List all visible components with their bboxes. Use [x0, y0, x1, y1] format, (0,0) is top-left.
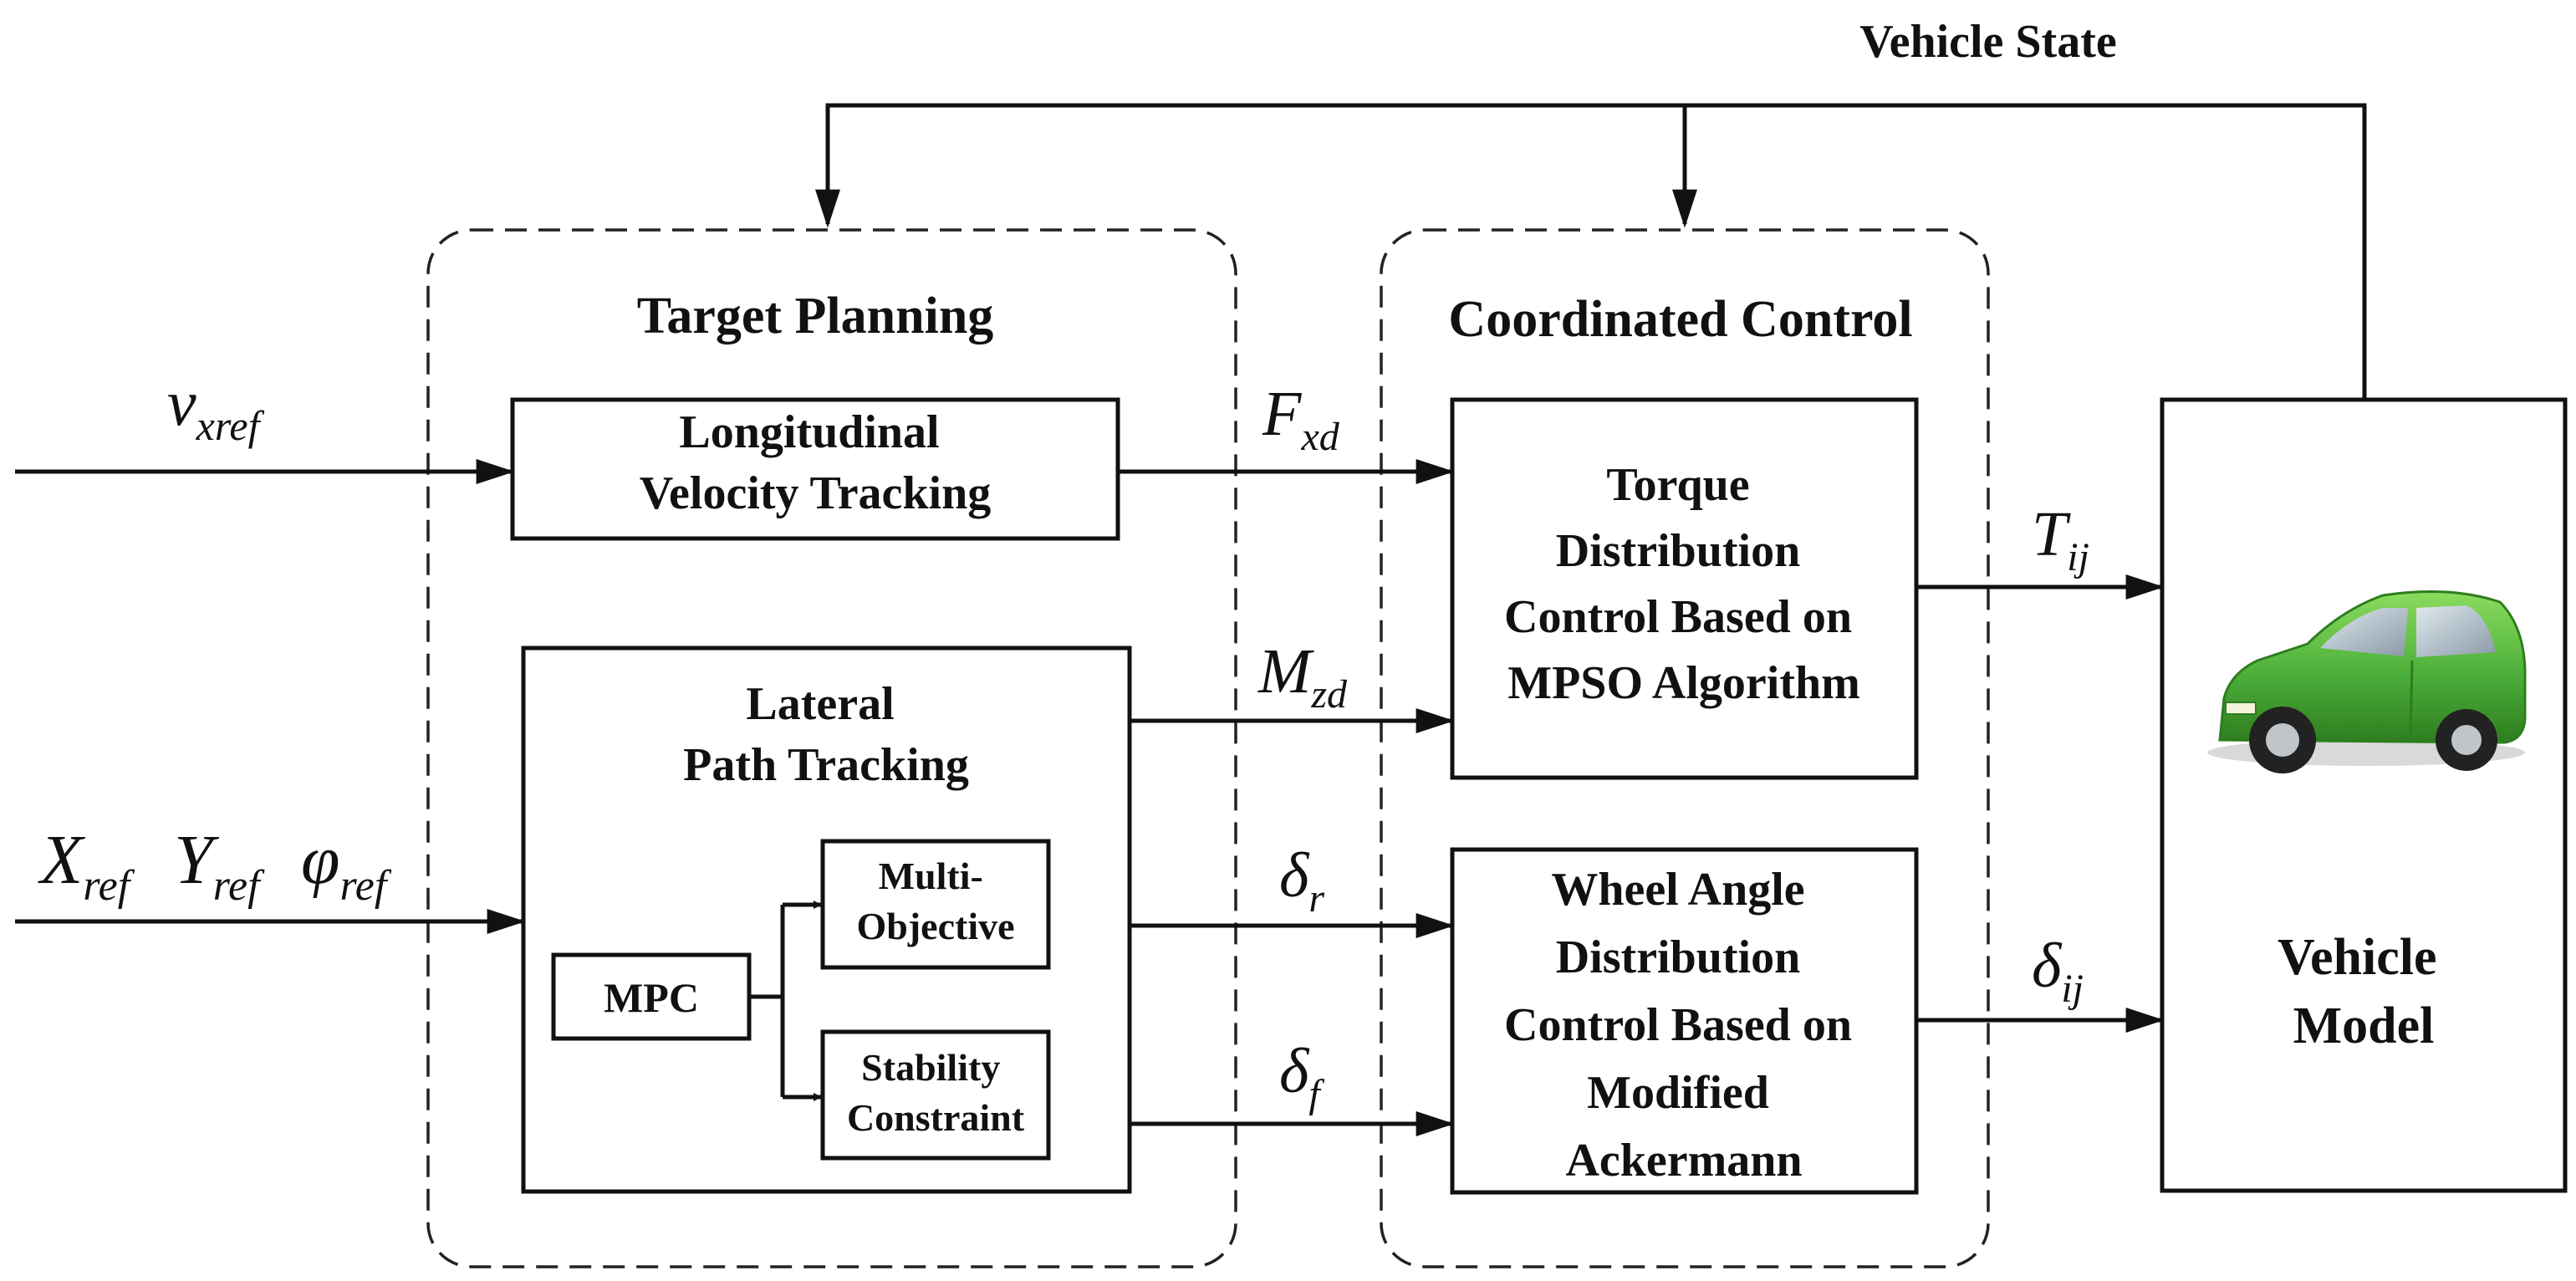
label-yref: Yref — [174, 821, 265, 910]
mpc-block — [551, 952, 752, 1041]
label-phiref: φref — [301, 821, 392, 910]
label-fxd: Fxd — [1262, 379, 1340, 459]
label-delta-ij: δij — [2032, 931, 2084, 1011]
longitudinal-velocity-block — [510, 397, 1120, 541]
feedback-line-to-target-planning — [815, 103, 2367, 400]
label-delta-f: δf — [1279, 1036, 1324, 1116]
wheel-angle-distribution-label: Wheel Angle Distribution Control Based o… — [1504, 864, 1864, 1187]
multi-objective-block — [820, 839, 1051, 970]
label-tij: Tij — [2032, 499, 2089, 579]
coordinated-control-title: Coordinated Control — [1448, 291, 1912, 348]
stability-constraint-block — [820, 1029, 1051, 1161]
label-xref: Xref — [38, 821, 135, 910]
stability-constraint-label: Stability Constraint — [847, 1046, 1025, 1139]
longitudinal-velocity-label: Longitudinal Velocity Tracking — [640, 406, 992, 519]
mpc-label: MPC — [604, 974, 699, 1021]
vehicle-model-block — [2160, 397, 2568, 1193]
lateral-path-tracking-label: Lateral Path Tracking — [683, 678, 969, 791]
label-delta-r: δr — [1279, 840, 1324, 921]
vehicle-model-label: Vehicle Model — [2278, 929, 2450, 1054]
torque-distribution-block — [1450, 397, 1919, 780]
multi-objective-label: Multi- Objective — [856, 855, 1014, 947]
label-mzd: Mzd — [1257, 636, 1348, 717]
car-icon — [2207, 590, 2527, 773]
vehicle-state-label: Vehicle State — [1859, 16, 2116, 68]
torque-distribution-label: Torque Distribution Control Based on MPS… — [1504, 459, 1864, 709]
wheel-angle-distribution-block — [1450, 847, 1919, 1195]
target-planning-title: Target Planning — [637, 288, 994, 344]
label-vxref: vxref — [167, 366, 265, 449]
